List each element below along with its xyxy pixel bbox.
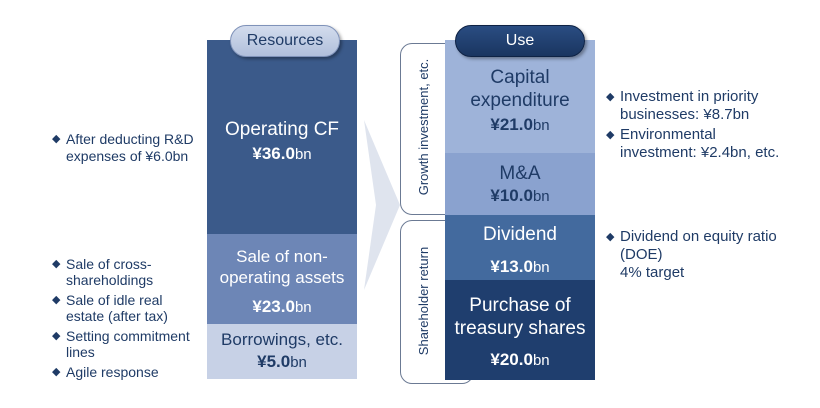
block-label: operating assets — [219, 268, 345, 287]
note-item: Investment in priority businesses: ¥8.7b… — [606, 88, 806, 124]
block-amount: ¥13.0bn — [490, 257, 550, 276]
note-item: Dividend on equity ratio (DOE) 4% target — [606, 228, 806, 282]
note-item: Sale of cross- shareholdings — [52, 256, 212, 288]
operating-cf-block: Operating CF ¥36.0bn — [207, 40, 357, 234]
dividend-block: Dividend ¥13.0bn — [445, 215, 595, 280]
capex-notes: Investment in priority businesses: ¥8.7b… — [606, 88, 806, 162]
block-label: expenditure — [470, 90, 570, 111]
note-item: Sale of idle real estate (after tax) — [52, 292, 212, 324]
block-amount: ¥23.0bn — [252, 297, 312, 316]
asset-sale-notes: Sale of cross- shareholdings Sale of idl… — [52, 256, 212, 380]
asset-sale-block: Sale of non- operating assets ¥23.0bn — [207, 234, 357, 324]
flow-arrow-icon — [364, 120, 400, 290]
shareholder-return-label: Shareholder return — [416, 246, 431, 356]
note-item: Setting commitment lines — [52, 328, 212, 360]
capex-block: Capital expenditure ¥21.0bn — [445, 40, 595, 153]
ma-block: M&A ¥10.0bn — [445, 153, 595, 215]
block-label: Dividend — [483, 224, 557, 245]
block-label: M&A — [499, 163, 541, 184]
note-item: Agile response — [52, 364, 212, 380]
use-header: Use — [455, 25, 585, 57]
note-item: After deducting R&D expenses of ¥6.0bn — [52, 131, 212, 165]
resources-header: Resources — [230, 25, 340, 57]
operating-cf-note: After deducting R&D expenses of ¥6.0bn — [52, 131, 212, 165]
block-label: Operating CF — [224, 119, 340, 140]
dividend-notes: Dividend on equity ratio (DOE) 4% target — [606, 228, 806, 282]
block-label: Purchase of — [469, 295, 571, 316]
block-amount: ¥10.0bn — [490, 186, 550, 205]
block-label: Sale of non- — [236, 247, 328, 266]
growth-investment-label: Growth investment, etc. — [416, 58, 431, 196]
block-amount: ¥20.0bn — [490, 350, 550, 369]
block-amount: ¥36.0bn — [252, 144, 312, 163]
block-label: Capital — [490, 67, 550, 88]
block-amount: ¥21.0bn — [490, 115, 550, 134]
block-label: Borrowings, etc. — [221, 330, 343, 349]
treasury-shares-block: Purchase of treasury shares ¥20.0bn — [445, 280, 595, 380]
borrowings-block: Borrowings, etc. ¥5.0bn — [207, 324, 357, 379]
note-item: Environmental investment: ¥2.4bn, etc. — [606, 126, 806, 162]
block-label: treasury shares — [454, 318, 586, 339]
block-amount: ¥5.0bn — [257, 352, 307, 371]
